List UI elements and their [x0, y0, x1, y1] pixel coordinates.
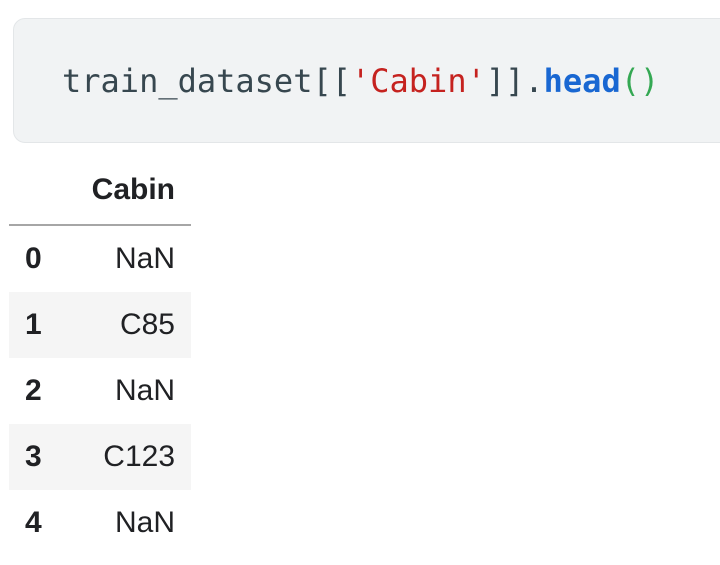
row-index: 0 — [25, 242, 42, 275]
index-column-header — [9, 160, 74, 226]
table-row: 3 C123 — [9, 424, 191, 490]
cabin-value: C123 — [103, 440, 175, 473]
row-index: 2 — [25, 374, 42, 407]
table-row: 2 NaN — [9, 358, 191, 424]
code-token-plain: ]]. — [485, 61, 544, 100]
code-cell[interactable]: train_dataset[['Cabin']].head() — [13, 18, 720, 143]
table-row: 0 NaN — [9, 225, 191, 292]
cabin-value: NaN — [114, 242, 175, 275]
code-token-function: head — [543, 61, 621, 100]
code-token-bracket: () — [620, 61, 660, 100]
cabin-value: C85 — [119, 308, 175, 341]
row-index: 4 — [25, 506, 42, 539]
table-row: 1 C85 — [9, 292, 191, 358]
table-row: 4 NaN — [9, 490, 191, 556]
code-token-string: 'Cabin' — [350, 61, 486, 100]
code-token-plain: train_dataset[[ — [62, 61, 351, 100]
table-header-row: Cabin — [9, 160, 191, 226]
row-index: 3 — [25, 440, 42, 473]
cabin-value: NaN — [114, 374, 175, 407]
code-line[interactable]: train_dataset[['Cabin']].head() — [14, 65, 659, 97]
cabin-value: NaN — [114, 506, 175, 539]
column-header-cabin: Cabin — [74, 160, 191, 226]
row-index: 1 — [25, 308, 42, 341]
